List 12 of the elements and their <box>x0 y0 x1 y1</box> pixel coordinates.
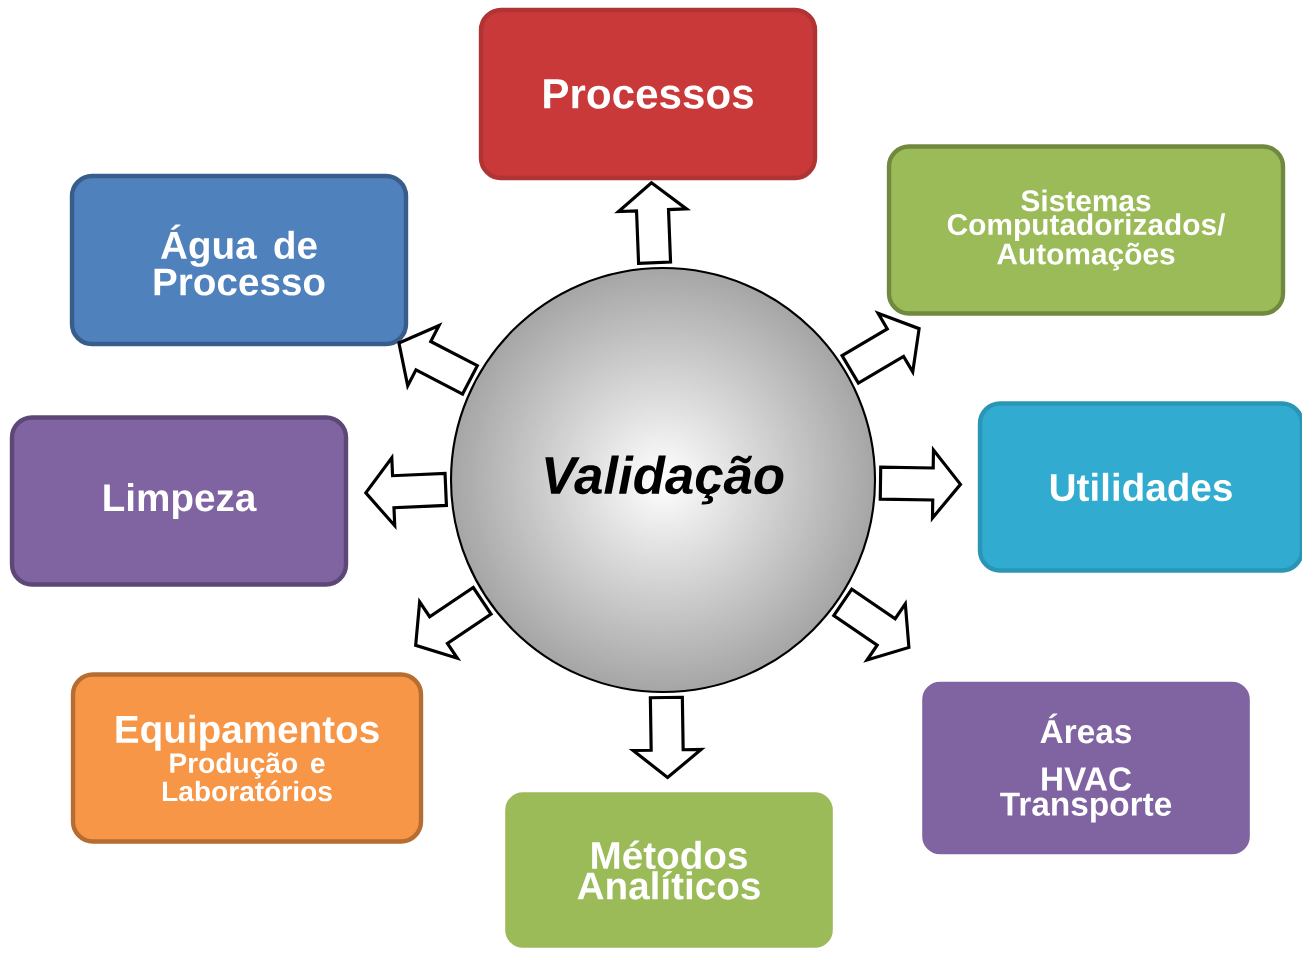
block-arrow <box>614 180 692 265</box>
topic-box: Métodos Analíticos <box>500 787 838 953</box>
block-arrow <box>831 587 911 663</box>
topic-box: Equipamentos Produção e Laboratórios <box>70 672 424 844</box>
topic-box: Água de Processo <box>69 173 409 347</box>
block-arrow <box>878 445 963 523</box>
topic-box: Sistemas Computadorizados/ Automações <box>886 144 1286 316</box>
topic-box: Limpeza <box>9 415 349 587</box>
topic-box: Processos <box>478 7 818 181</box>
block-arrow <box>628 695 706 780</box>
topic-box: Utilidades <box>977 401 1302 573</box>
topic-box: Áreas HVAC Transporte <box>917 677 1255 859</box>
